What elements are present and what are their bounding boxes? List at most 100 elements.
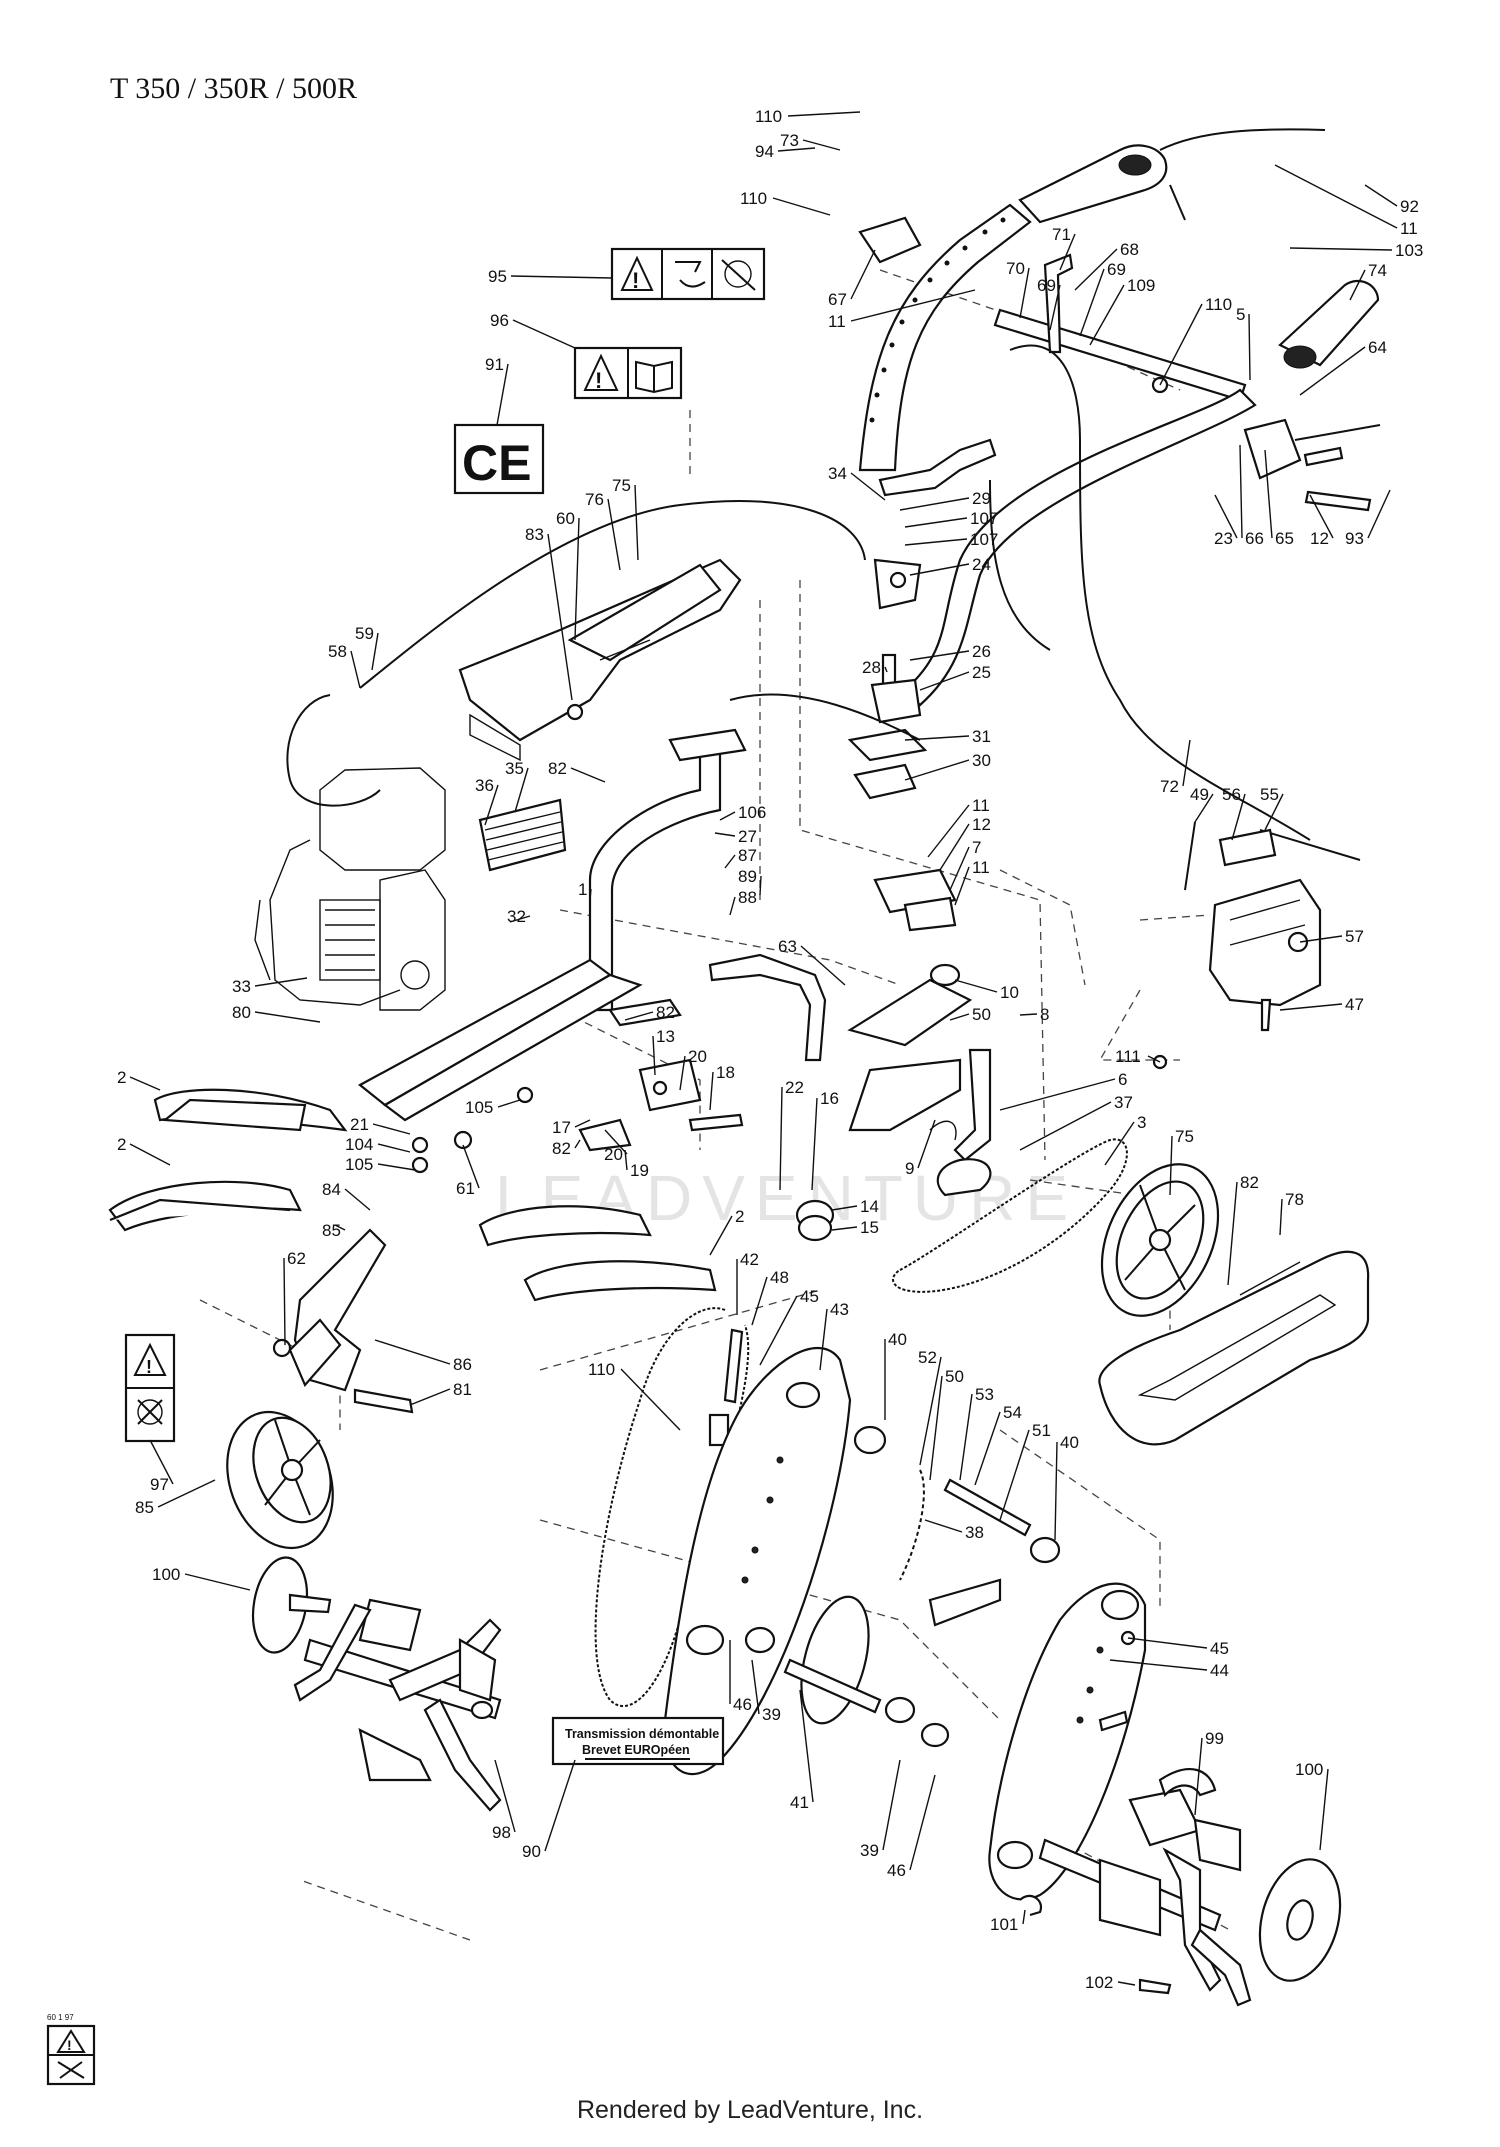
leader-line (1227, 1181, 1238, 1286)
leader-line (772, 197, 831, 216)
callout-number: 37 (1114, 1093, 1133, 1112)
callout-number: 20 (604, 1145, 623, 1164)
callout-c20b: 20 (604, 1129, 628, 1164)
callout-c11c: 11 (927, 796, 990, 858)
leader-line (1264, 449, 1273, 539)
leader-line (909, 1774, 936, 1871)
gear-selector (708, 868, 992, 1197)
leader-line (254, 1011, 321, 1023)
callout-number: 88 (738, 888, 757, 907)
callout-c75a: 75 (612, 476, 639, 561)
callout-number: 9 (905, 1159, 914, 1178)
leader-line (1194, 1737, 1203, 1816)
right-tine-assembly (1019, 1768, 1342, 2007)
callout-number: 22 (785, 1078, 804, 1097)
callout-c80: 80 (232, 1003, 321, 1023)
svg-text:!: ! (595, 368, 602, 393)
callout-c45a: 45 (759, 1287, 819, 1366)
callout-c82c: 82 (552, 1139, 581, 1158)
callout-c61: 61 (456, 1144, 480, 1198)
callout-number: 103 (1395, 241, 1423, 260)
callout-c71: 71 (1052, 225, 1076, 271)
callout-c37: 37 (1019, 1093, 1133, 1151)
leader-line (1127, 1637, 1208, 1649)
callout-c62: 62 (283, 1249, 306, 1346)
callout-number: 109 (1127, 276, 1155, 295)
callout-number: 107 (970, 509, 998, 528)
callout-number: 63 (778, 937, 797, 956)
callout-number: 70 (1006, 259, 1025, 278)
callout-c85a: 85 (322, 1221, 346, 1240)
leader-line (924, 1519, 963, 1533)
callout-number: 24 (972, 555, 991, 574)
callout-number: 111 (1115, 1047, 1141, 1066)
callout-number: 39 (762, 1705, 781, 1724)
leader-line (604, 1129, 628, 1155)
leader-line (939, 823, 970, 871)
callout-number: 34 (828, 464, 847, 483)
callout-number: 95 (488, 267, 507, 286)
callout-c10: 10 (954, 979, 1019, 1002)
callout-c89: 89 (738, 867, 762, 896)
callout-c60: 60 (556, 509, 580, 641)
callout-number: 65 (1275, 529, 1294, 548)
callout-number: 1 (578, 880, 587, 899)
callout-number: 11 (828, 312, 846, 331)
leader-line (184, 1573, 251, 1591)
callout-number: 12 (1310, 529, 1329, 548)
callout-number: 106 (738, 803, 766, 822)
leader-line (634, 484, 639, 561)
leader-line (1054, 1441, 1058, 1541)
callout-c32: 32 (507, 907, 531, 926)
leader-line (497, 1099, 521, 1108)
leader-line (544, 1759, 576, 1852)
callout-number: 92 (1400, 197, 1419, 216)
callout-number: 86 (453, 1355, 472, 1374)
callout-c1: 1 (578, 880, 592, 901)
leader-line (759, 875, 762, 896)
callout-number: 15 (860, 1218, 879, 1237)
callout-c55: 55 (1260, 785, 1284, 831)
leader-line (719, 811, 736, 821)
callout-c44: 44 (1109, 1659, 1229, 1680)
leader-line (709, 1071, 714, 1111)
callout-number: 3 (1137, 1113, 1146, 1132)
leader-line (1279, 1198, 1283, 1236)
callout-number: 99 (1205, 1729, 1224, 1748)
leader-line (904, 517, 968, 528)
callout-c105b: 105 (345, 1155, 416, 1174)
callout-c59: 59 (355, 624, 379, 671)
leader-line (831, 1226, 858, 1231)
leader-line (1089, 284, 1125, 346)
leader-line (751, 1276, 768, 1326)
callout-number: 85 (322, 1221, 341, 1240)
leader-line (377, 1163, 416, 1171)
leader-line (570, 767, 606, 783)
callout-number: 101 (990, 1915, 1018, 1934)
leader-line (904, 759, 970, 781)
callout-c15: 15 (831, 1218, 879, 1237)
callout-number: 41 (790, 1793, 809, 1812)
leader-line (374, 1339, 451, 1365)
callout-number: 33 (232, 977, 251, 996)
callout-c56: 56 (1222, 785, 1246, 841)
leader-line (999, 1429, 1030, 1521)
callout-c14: 14 (831, 1197, 879, 1216)
label-90-line1: Transmission démontable (565, 1727, 719, 1741)
callout-number: 75 (612, 476, 631, 495)
leader-line (1214, 494, 1238, 539)
callout-c99: 99 (1194, 1729, 1224, 1816)
leader-line (779, 1086, 783, 1191)
leader-line (574, 1139, 581, 1149)
callout-number: 45 (1210, 1639, 1229, 1658)
callout-number: 80 (232, 1003, 251, 1022)
callout-c70: 70 (1006, 259, 1030, 319)
callout-c58: 58 (328, 642, 361, 689)
callout-number: 69 (1107, 260, 1126, 279)
callout-c65: 65 (1264, 449, 1294, 548)
callout-c107b: 107 (904, 530, 998, 549)
callout-number: 46 (887, 1861, 906, 1880)
callout-c110c: 110 (1159, 295, 1232, 386)
callout-c29: 29 (899, 489, 991, 511)
callout-number: 90 (522, 1842, 541, 1861)
